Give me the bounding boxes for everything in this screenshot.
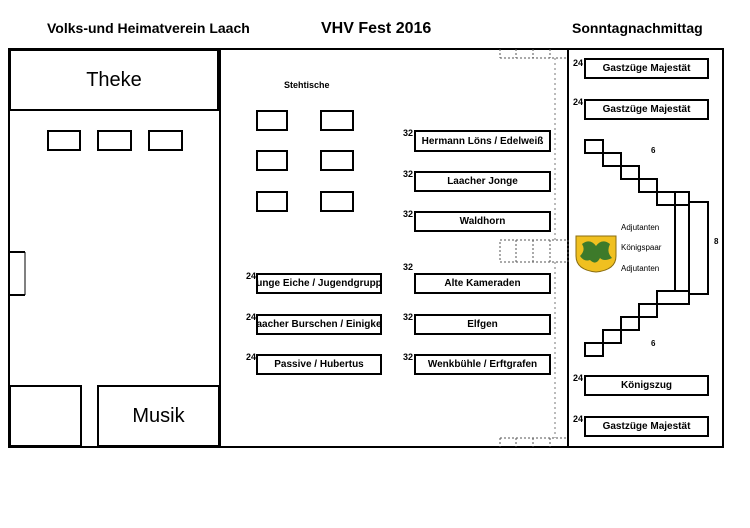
group-table: Junge Eiche / Jugendgruppe (256, 273, 382, 294)
table-label: Junge Eiche / Jugendgruppe (256, 278, 382, 289)
royal-table-steps (584, 139, 709, 357)
group-table: Wenkbühle / Erftgrafen (414, 354, 551, 375)
middle-bench-block (499, 239, 569, 263)
seat-count: 24 (573, 58, 584, 68)
adjutants-bottom-label: Adjutanten (621, 264, 660, 273)
standing-table (256, 150, 288, 171)
table-label: Gastzüge Majestät (602, 104, 691, 115)
table-label: Waldhorn (459, 216, 506, 227)
seat-count: 32 (403, 352, 414, 362)
table-label: Hermann Löns / Edelweiß (421, 135, 544, 147)
group-table: Elfgen (414, 314, 551, 335)
music-stage: Musik (97, 385, 220, 447)
seat-count: 24 (246, 352, 257, 362)
group-table: Laacher Jonge (414, 171, 551, 192)
royal-couple-label: Königspaar (621, 243, 662, 252)
music-label: Musik (132, 404, 185, 427)
standing-tables-label: Stehtische (284, 80, 330, 90)
standing-table (256, 191, 288, 212)
adjutants-top-label: Adjutanten (621, 223, 660, 232)
seat-count: 32 (403, 312, 414, 322)
coat-of-arms-icon (575, 235, 617, 273)
club-name: Volks-und Heimatverein Laach (47, 20, 250, 36)
table-label: Laacher Jonge (447, 176, 518, 187)
top-bench-rail (499, 49, 568, 59)
table-label: Wenkbühle / Erftgrafen (427, 359, 538, 370)
group-table: Gastzüge Majestät (584, 58, 709, 79)
group-table: Passive / Hubertus (256, 354, 382, 375)
table-label: Alte Kameraden (444, 278, 521, 289)
event-title: VHV Fest 2016 (321, 20, 432, 37)
bar-counter: Theke (9, 49, 219, 111)
seat-count: 32 (403, 169, 414, 179)
bottom-bench-rail (499, 437, 568, 447)
seat-count: 24 (573, 373, 584, 383)
seat-count: 24 (573, 414, 584, 424)
group-table: Laacher Burschen / Einigkeit (256, 314, 382, 335)
standing-table (256, 110, 288, 131)
table-label: Laacher Burschen / Einigkeit (256, 319, 382, 330)
royal-top-seats: 6 (651, 146, 656, 155)
bar-label: Theke (86, 68, 142, 91)
seat-count: 32 (403, 262, 414, 272)
group-table: Gastzüge Majestät (584, 99, 709, 120)
hall-outline (8, 48, 724, 448)
standing-table (97, 130, 132, 151)
session-label: Sonntagnachmittag (572, 20, 703, 36)
royal-bottom-seats: 6 (651, 339, 656, 348)
seat-count: 24 (246, 312, 257, 322)
standing-table (320, 110, 354, 131)
standing-table (320, 150, 354, 171)
table-label: Gastzüge Majestät (602, 63, 691, 74)
group-table: Gastzüge Majestät (584, 416, 709, 437)
royal-side-seats: 8 (714, 237, 719, 246)
seat-count: 24 (246, 271, 257, 281)
table-label: Königszug (620, 380, 673, 391)
seat-count: 32 (403, 128, 414, 138)
table-label: Gastzüge Majestät (602, 421, 691, 432)
standing-table (148, 130, 183, 151)
standing-table (320, 191, 354, 212)
group-table: Hermann Löns / Edelweiß (414, 130, 551, 152)
seat-count: 32 (403, 209, 414, 219)
group-table: Waldhorn (414, 211, 551, 232)
table-label: Passive / Hubertus (274, 359, 364, 370)
group-table: Alte Kameraden (414, 273, 551, 294)
seat-count: 24 (573, 97, 584, 107)
corner-room (9, 385, 82, 447)
group-table: Königszug (584, 375, 709, 396)
table-label: Elfgen (467, 319, 498, 330)
standing-table (47, 130, 81, 151)
